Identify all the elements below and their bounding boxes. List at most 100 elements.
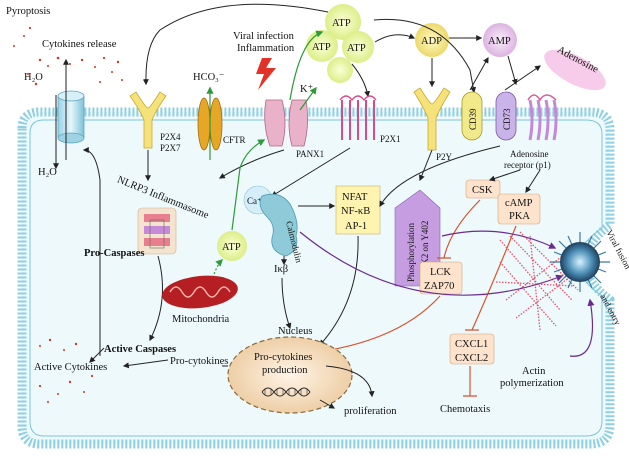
amp-bubble <box>483 23 517 57</box>
panx1-to-nlrp3-arrow <box>218 149 285 179</box>
inflammasome-to-caspases-arrow <box>149 255 163 342</box>
pro-cytokines-label: Pro-cytokines <box>170 356 228 367</box>
inflammasome-complex <box>137 207 177 255</box>
p2x1-receptor <box>339 95 377 140</box>
adp-label: ADP <box>421 36 442 47</box>
cftr-label: CFTR <box>223 135 246 145</box>
mitochondria-label: Mitochondria <box>172 314 229 325</box>
ap1-label: AP-1 <box>345 221 367 232</box>
atp-cluster: ATP ATP ATP <box>306 4 374 83</box>
cd73-enzyme: CD73 <box>495 91 517 141</box>
pro-caspases-label: Pro-Caspases <box>84 248 144 259</box>
cytokine-dots-top <box>13 26 123 86</box>
inflammation-label: Inflammation <box>237 43 295 54</box>
nucleus-to-proliferation-arrow <box>325 365 375 398</box>
nfat-label: NFAT <box>342 192 368 203</box>
cd39-label: CD39 <box>468 108 478 130</box>
transcription-factor-box <box>335 185 381 235</box>
amp-to-adenosine-arrow <box>507 55 518 86</box>
pyk2-label-2: of PYK2 on Y402 <box>420 221 430 286</box>
atp-mito-label: ATP <box>222 242 241 253</box>
h2o-inside-label: H₂O <box>38 167 57 178</box>
atp-to-p2x-arrow <box>142 3 329 86</box>
p2x7-label: P2X7 <box>160 143 181 153</box>
lightning-icon <box>256 58 276 90</box>
nucleus-label: Nucleus <box>278 326 312 337</box>
panx1-label: PANX1 <box>296 149 324 159</box>
active-cytokines-label: Active Cytokines <box>34 362 107 373</box>
camp-label: cAMP <box>505 198 533 209</box>
atp-label-1: ATP <box>332 18 351 29</box>
pka-inhibits-cxcl <box>465 225 517 331</box>
adenosine-receptor-label-1: Adenosine <box>510 149 549 159</box>
p2y-label: P2Y <box>436 152 453 162</box>
cxcl-box <box>449 333 495 365</box>
csk-box <box>465 179 501 199</box>
caspases-to-cytokines-arrow <box>89 347 105 363</box>
csk-inhibits-lck <box>437 199 481 259</box>
atp-label-2: ATP <box>312 42 331 53</box>
atp-to-p2x1-arrow <box>351 63 371 98</box>
tf-to-nucleus-arrow <box>319 235 359 346</box>
ikb-to-nucleus-arrow <box>281 277 292 330</box>
adp-bubble <box>415 23 449 57</box>
cytokines-release-label: Cytokines release <box>42 39 117 50</box>
calmodulin-to-virus-arrow <box>299 231 564 296</box>
aquaporin-channel <box>57 90 85 144</box>
dna-helix-icon <box>261 387 311 397</box>
virus-particle <box>550 232 610 292</box>
pyk2-label-1: Phosphorylation <box>406 222 416 282</box>
atp-to-p2y-arrow <box>373 18 477 94</box>
p2y-to-pyk2-arrow <box>418 149 433 182</box>
atp-to-panx1-arrow <box>231 139 266 231</box>
actin-to-virus-arrow <box>569 298 595 357</box>
csk-label: CSK <box>472 185 493 196</box>
nucleus <box>227 336 353 414</box>
k-plus-label: K⁺ <box>300 84 313 95</box>
adenosine-receptor-to-tf-arrow <box>379 145 501 208</box>
proliferation-label: proliferation <box>344 406 397 417</box>
amp-label: AMP <box>488 36 511 47</box>
atp-label-3: ATP <box>347 43 366 54</box>
pro-cytokines-production-label-2: production <box>262 365 308 376</box>
pro-cytokines-production-label-1: Pro-cytokines <box>254 352 312 363</box>
cd39-enzyme: CD39 <box>461 91 483 141</box>
pro-cytokines-to-active-arrow <box>122 359 169 369</box>
cxcl1-label: CXCL1 <box>455 339 488 350</box>
cftr-channel <box>197 97 223 151</box>
adenosine-bubble <box>544 49 606 91</box>
nfkb-label: NF-κB <box>341 206 370 217</box>
viral-fusion-label-1: Viral fusion <box>604 228 629 271</box>
cd39-arrow <box>469 56 489 91</box>
calmodulin-shape <box>259 193 298 257</box>
adenosine-receptor-to-camp-arrow <box>525 169 541 194</box>
p2x1-label: P2X1 <box>380 134 401 144</box>
hco3-label: HCO₃⁻ <box>193 72 224 83</box>
active-caspases-label: Active Caspases <box>104 344 176 355</box>
cd73-label: CD73 <box>502 108 512 130</box>
panx1-channel <box>264 99 308 147</box>
cxcl2-label: CXCL2 <box>455 353 488 364</box>
cxcl-inhibits-chemotaxis <box>463 366 477 397</box>
k-efflux-arrow <box>299 86 317 111</box>
mito-to-atp-arrow <box>213 258 224 275</box>
cytokines-to-release-arrow <box>82 147 101 356</box>
chemotaxis-label: Chemotaxis <box>440 404 490 415</box>
nucleus-to-proliferation-arrow-2 <box>319 399 336 409</box>
mitochondria-organelle <box>162 275 238 309</box>
atp-mito-bubble <box>217 231 247 261</box>
actin-label-1: Actin <box>522 366 546 377</box>
adenosine-receptor <box>527 94 558 141</box>
pyroptosis-label: Pyroptosis <box>6 6 50 17</box>
calcium-label: Ca⁺⁺ <box>247 196 267 206</box>
pka-label: PKA <box>509 211 530 222</box>
ikb-label: Iκβ <box>274 264 288 275</box>
adenosine-receptor-label-2: receptor (p1) <box>504 160 551 170</box>
p2x4-label: P2X4 <box>160 132 181 142</box>
panx1-atp-release-arrow <box>289 30 324 101</box>
pyk2-to-actin-arrow <box>441 230 557 249</box>
zap70-label: ZAP70 <box>424 281 454 292</box>
h2o-outside-label: H₂O <box>24 72 43 83</box>
